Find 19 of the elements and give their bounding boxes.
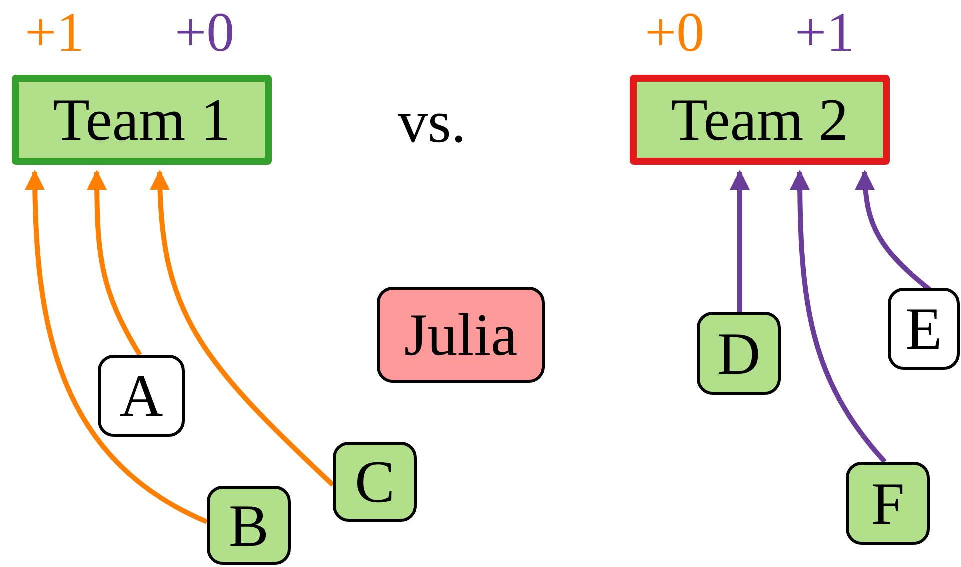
team-box: Team 2 [630,75,890,165]
player-box: E [888,288,960,370]
player-box: F [846,462,930,545]
score-label: +0 [175,5,235,61]
score-label: +1 [25,5,85,61]
arrow [150,170,335,487]
arrow [25,170,208,524]
team-box: Team 1 [12,75,272,165]
player-box: B [207,486,291,565]
arrow [87,170,142,356]
score-label: +0 [645,5,705,61]
player-box: C [333,442,417,522]
player-box: A [98,355,185,437]
arrow [730,170,750,312]
player-box: D [697,312,781,395]
language-box: Julia [377,287,545,383]
score-label: +1 [795,5,855,61]
arrow [790,170,887,464]
versus-label: vs. [398,92,466,152]
